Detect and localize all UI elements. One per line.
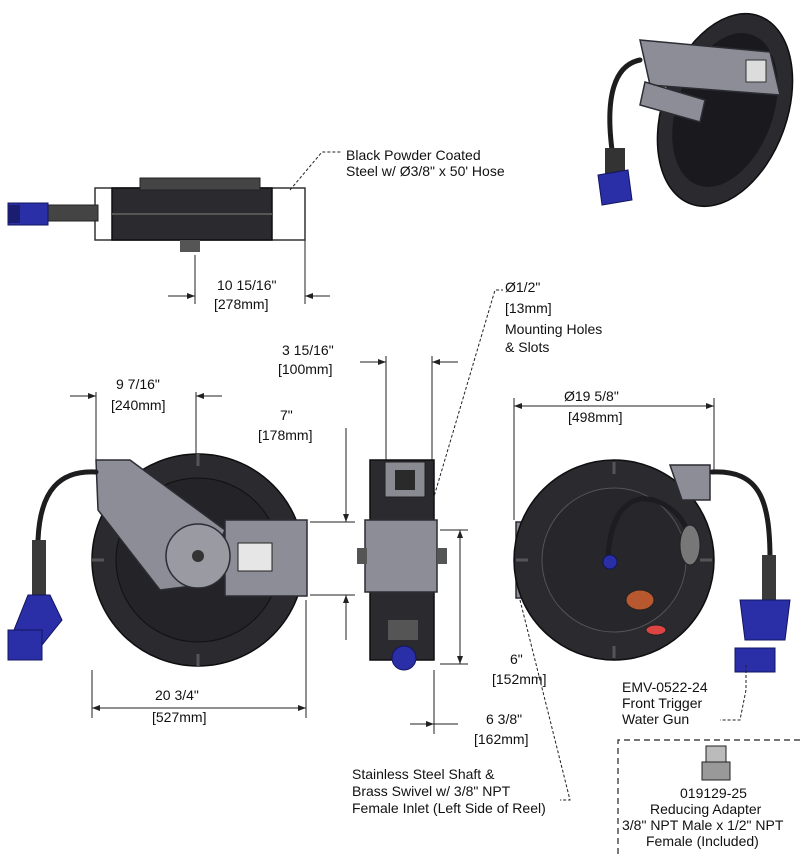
plate-height-in: 7" (280, 407, 293, 423)
gun-label-2: Front Trigger (622, 695, 702, 711)
holes-label-2: & Slots (505, 339, 549, 355)
diameter-mm: [498mm] (568, 409, 622, 425)
shaft-label-3: Female Inlet (Left Side of Reel) (352, 800, 546, 816)
isometric-view (597, 12, 794, 208)
top-width-mm: [278mm] (214, 296, 268, 312)
top-view-callout-2: Steel w/ Ø3/8" x 50' Hose (346, 163, 505, 179)
gun-label-3: Water Gun (622, 711, 689, 727)
plate-height-mm: [178mm] (258, 427, 312, 443)
top-view-callout-1: Black Powder Coated (346, 147, 481, 163)
front-view (7, 453, 308, 667)
shaft-label-1: Stainless Steel Shaft & (352, 766, 495, 782)
side-width-in: 6 3/8" (486, 711, 522, 727)
plate-width-in: 9 7/16" (116, 376, 160, 392)
depth-in: 3 15/16" (282, 342, 334, 358)
holes-label-1: Mounting Holes (505, 321, 602, 337)
gun-label-1: EMV-0522-24 (622, 679, 708, 695)
holes-mm: [13mm] (505, 300, 552, 316)
diameter-in: Ø19 5/8" (564, 388, 619, 404)
holes-dia: Ø1/2" (505, 279, 540, 295)
plate-width-mm: [240mm] (111, 397, 165, 413)
overall-width-mm: [527mm] (152, 709, 206, 725)
shaft-label-2: Brass Swivel w/ 3/8" NPT (352, 783, 511, 799)
adapter-label-3: Female (Included) (646, 833, 759, 849)
overall-width-in: 20 3/4" (155, 687, 199, 703)
rear-view (513, 459, 791, 673)
adapter-box: 019129-25 Reducing Adapter 3/8" NPT Male… (617, 739, 800, 854)
adapter-label-1: Reducing Adapter (650, 801, 762, 817)
top-view (7, 177, 306, 252)
adapter-label-2: 3/8" NPT Male x 1/2" NPT (622, 817, 784, 833)
side-width-mm: [162mm] (474, 731, 528, 747)
depth-mm: [100mm] (278, 361, 332, 377)
top-width-in: 10 15/16" (217, 277, 276, 293)
hub-height-in: 6" (510, 651, 523, 667)
adapter-part-no: 019129-25 (680, 785, 747, 801)
side-view (357, 459, 447, 671)
hub-height-mm: [152mm] (492, 671, 546, 687)
